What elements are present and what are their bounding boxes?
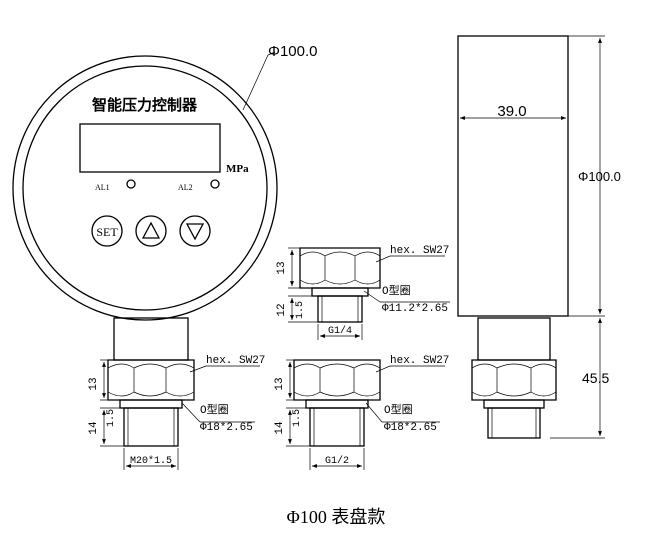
oring-size-label: Φ11.2*2.65 xyxy=(382,303,448,315)
hex-nut xyxy=(293,359,381,401)
dim-hex-height: 13 xyxy=(88,377,100,390)
fitting-upper: 13 12 1.5 hex. SW27 O型圈 Φ11.2*2.65 G1/4 xyxy=(276,245,450,340)
step xyxy=(119,399,183,409)
side-view: Φ100.0 39.0 45.5 xyxy=(457,35,621,439)
down-button[interactable] xyxy=(179,215,211,247)
oring-label: O型圈 xyxy=(200,402,229,417)
step xyxy=(305,399,369,409)
neck xyxy=(113,317,189,361)
drawing-caption: Φ100 表盘款 xyxy=(287,507,386,527)
dim-hex-height: 13 xyxy=(274,377,286,390)
thread-size-label: M20*1.5 xyxy=(130,455,172,467)
hex-size-label: hex. SW27 xyxy=(390,245,449,257)
thread-size-label: G1/4 xyxy=(328,325,352,337)
side-hex-nut xyxy=(471,359,557,401)
oring-size-label: Φ18*2.65 xyxy=(200,422,253,434)
dim-hex-height: 13 xyxy=(276,261,288,274)
set-button[interactable]: SET xyxy=(91,215,123,247)
side-thread xyxy=(487,407,541,439)
hex-nut xyxy=(299,247,381,289)
side-neck xyxy=(477,317,551,361)
side-height-label: Φ100.0 xyxy=(578,169,621,184)
diameter-leader-line xyxy=(242,54,269,111)
thread-size-label: G1/2 xyxy=(325,455,349,467)
fitting-height-label: 45.5 xyxy=(582,370,609,386)
unit-label: MPa xyxy=(226,163,249,175)
alarm2-led-icon xyxy=(210,179,220,189)
fitting-lower: 13 14 1.5 hex. SW27 O型圈 Φ18*2.65 G1/2 xyxy=(274,355,449,470)
oring-label: O型圈 xyxy=(382,283,411,298)
gauge-diameter-label: Φ100.0 xyxy=(268,43,318,60)
up-triangle-icon xyxy=(141,221,161,239)
alarm2-label: AL2 xyxy=(178,183,193,192)
set-button-label: SET xyxy=(96,225,118,239)
oring-label: O型圈 xyxy=(384,402,413,417)
dim-thread-length: 14 xyxy=(88,421,100,435)
thread xyxy=(309,407,365,447)
housing-side xyxy=(457,35,569,317)
gauge-title: 智能压力控制器 xyxy=(92,96,198,114)
alarm1-label: AL1 xyxy=(95,183,110,192)
alarm1-led-icon xyxy=(126,179,136,189)
dim-thread-length: 14 xyxy=(274,421,286,435)
dim-thread-length: 12 xyxy=(276,303,288,316)
oring-size-label: Φ18*2.65 xyxy=(384,422,437,434)
dim-step: 1.5 xyxy=(292,409,303,427)
hex-size-label: hex. SW27 xyxy=(206,355,265,367)
step xyxy=(311,287,369,297)
hex-nut xyxy=(107,359,195,401)
gauge-outer-bezel xyxy=(12,55,278,321)
lcd-display xyxy=(79,123,221,173)
side-depth-label: 39.0 xyxy=(497,103,526,120)
dim-step: 1.5 xyxy=(295,301,306,319)
gauge-inner-bezel xyxy=(22,65,268,311)
thread xyxy=(123,407,179,447)
hex-size-label: hex. SW27 xyxy=(390,355,449,367)
fitting-left: 13 14 1.5 hex. SW27 O型圈 Φ18*2.65 M20*1.5 xyxy=(88,317,265,470)
dim-step: 1.5 xyxy=(106,409,117,427)
gauge-front-view: Φ100.0 智能压力控制器 MPa AL1 AL2 SET xyxy=(12,43,318,321)
thread xyxy=(317,295,363,323)
up-button[interactable] xyxy=(135,215,167,247)
down-triangle-icon xyxy=(185,223,205,241)
